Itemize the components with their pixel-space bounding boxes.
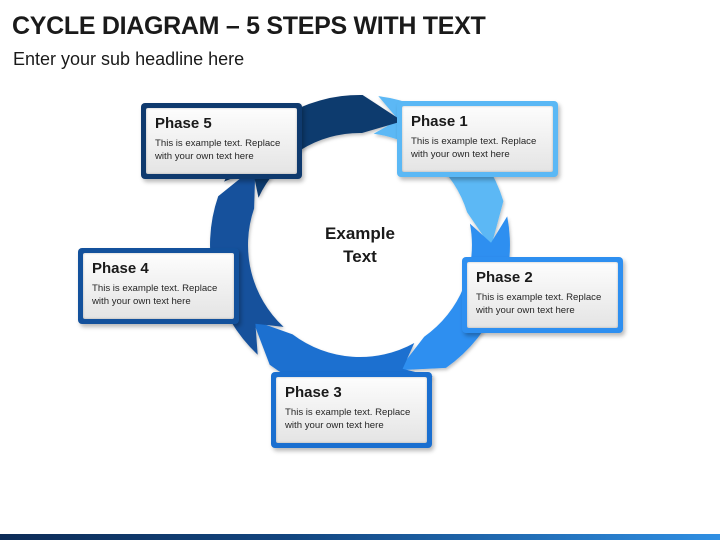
- phase-5-text: This is example text. Replace with your …: [155, 138, 281, 162]
- phase-3-card-body: Phase 3 This is example text. Replace wi…: [276, 377, 427, 443]
- phase-3-card[interactable]: Phase 3 This is example text. Replace wi…: [271, 372, 432, 448]
- phase-1-title: Phase 1: [411, 113, 468, 130]
- page-title: CYCLE DIAGRAM – 5 STEPS WITH TEXT: [12, 12, 486, 40]
- phase-5-card-body: Phase 5 This is example text. Replace wi…: [146, 108, 297, 174]
- phase-2-title: Phase 2: [476, 269, 533, 286]
- center-label-line1: Example: [325, 224, 395, 243]
- phase-1-card-body: Phase 1 This is example text. Replace wi…: [402, 106, 553, 172]
- phase-4-text: This is example text. Replace with your …: [92, 283, 218, 307]
- phase-2-card[interactable]: Phase 2 This is example text. Replace wi…: [462, 257, 623, 333]
- phase-3-text: This is example text. Replace with your …: [285, 407, 411, 431]
- center-label: Example Text: [285, 222, 435, 268]
- phase-5-title: Phase 5: [155, 115, 212, 132]
- center-label-line2: Text: [343, 247, 377, 266]
- phase-4-card-body: Phase 4 This is example text. Replace wi…: [83, 253, 234, 319]
- phase-3-title: Phase 3: [285, 384, 342, 401]
- phase-5-card[interactable]: Phase 5 This is example text. Replace wi…: [141, 103, 302, 179]
- phase-4-card[interactable]: Phase 4 This is example text. Replace wi…: [78, 248, 239, 324]
- phase-4-title: Phase 4: [92, 260, 149, 277]
- page-subtitle: Enter your sub headline here: [13, 49, 245, 69]
- phase-2-text: This is example text. Replace with your …: [476, 292, 602, 316]
- phase-1-card[interactable]: Phase 1 This is example text. Replace wi…: [397, 101, 558, 177]
- bottom-accent-bar: [0, 534, 720, 540]
- phase-2-card-body: Phase 2 This is example text. Replace wi…: [467, 262, 618, 328]
- phase-1-text: This is example text. Replace with your …: [411, 136, 537, 160]
